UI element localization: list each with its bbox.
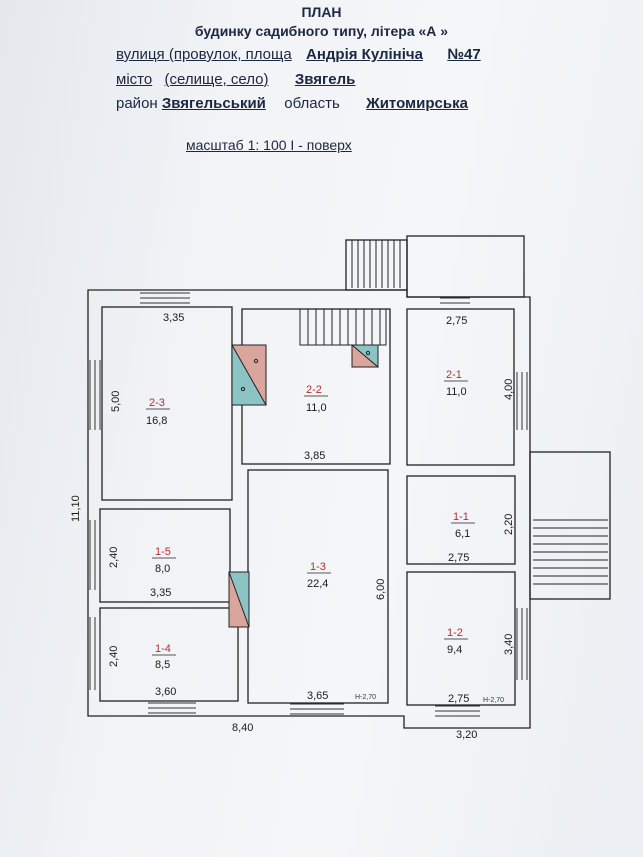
ceiling-height-2: Н-2,70: [483, 697, 504, 704]
dim-2-2-width: 3,85: [304, 450, 325, 462]
room-area-1-1: 6,1: [455, 528, 470, 540]
dim-1-1-width: 2,75: [448, 552, 469, 564]
room-area-2-1: 11,0: [446, 386, 467, 398]
district-line: район Звягельський область Житомирська: [116, 95, 468, 112]
dim-1-4-width: 3,60: [155, 686, 176, 698]
dim-2-1-length: 4,00: [503, 379, 515, 400]
room-outline-1-2: [406, 571, 516, 706]
house-number: №47: [447, 46, 481, 63]
porch-top-right: [406, 235, 525, 298]
city-line: місто (селище, село) Звягель: [116, 71, 355, 88]
street-label: вулиця (провулок, площа: [116, 46, 292, 63]
room-id-1-4: 1-4: [155, 643, 171, 655]
street-line: вулиця (провулок, площа Андрія Кулініча …: [116, 46, 481, 63]
dim-overall-width-left: 8,40: [232, 722, 253, 734]
dim-1-2-length: 3,40: [503, 634, 515, 655]
district-label: район: [116, 95, 158, 112]
porch-right: [529, 451, 611, 600]
room-area-2-2: 11,0: [306, 402, 327, 414]
region-value: Житомирська: [366, 95, 468, 112]
room-area-1-5: 8,0: [155, 563, 170, 575]
dim-2-3-width: 3,35: [163, 312, 184, 324]
dim-1-5-width: 3,35: [150, 587, 171, 599]
dim-1-4-length: 2,40: [108, 646, 120, 667]
district-value: Звягельський: [161, 95, 266, 112]
room-area-2-3: 16,8: [146, 415, 167, 427]
city-value: Звягель: [294, 71, 356, 88]
room-outline-1-1: [406, 475, 516, 565]
dim-2-3-length: 5,00: [110, 391, 122, 412]
city-label: місто: [116, 71, 153, 88]
street-value: Андрія Кулініча: [306, 46, 423, 63]
room-outline-2-1: [406, 308, 515, 466]
dim-overall-height: 11,10: [70, 495, 82, 522]
dim-1-3-length: 6,00: [375, 579, 387, 600]
room-id-1-1: 1-1: [453, 511, 469, 523]
plan-title: ПЛАН: [301, 4, 342, 20]
dim-1-5-length: 2,40: [108, 547, 120, 568]
dim-overall-width-right: 3,20: [456, 729, 477, 741]
room-area-1-3: 22,4: [307, 578, 328, 590]
ceiling-height-1: Н-2,70: [355, 694, 376, 701]
room-id-2-1: 2-1: [446, 369, 462, 381]
dim-1-3-width: 3,65: [307, 690, 328, 702]
dim-2-1-width: 2,75: [446, 315, 467, 327]
city-close: ): [263, 71, 269, 88]
room-id-1-3: 1-3: [310, 561, 326, 573]
room-id-1-2: 1-2: [447, 627, 463, 639]
room-area-1-2: 9,4: [447, 644, 462, 656]
room-id-2-3: 2-3: [149, 397, 165, 409]
room-id-2-2: 2-2: [306, 384, 322, 396]
dim-1-1-length: 2,20: [503, 514, 515, 535]
plan-subtitle: будинку садибного типу, літера «А »: [194, 23, 449, 39]
dim-1-2-width: 2,75: [448, 693, 469, 705]
room-id-1-5: 1-5: [155, 546, 171, 558]
city-label-rest: (селище, село: [164, 71, 264, 88]
room-area-1-4: 8,5: [155, 659, 170, 671]
scale-line: масштаб 1: 100 І - поверх: [186, 137, 352, 153]
region-label: область: [284, 95, 340, 112]
